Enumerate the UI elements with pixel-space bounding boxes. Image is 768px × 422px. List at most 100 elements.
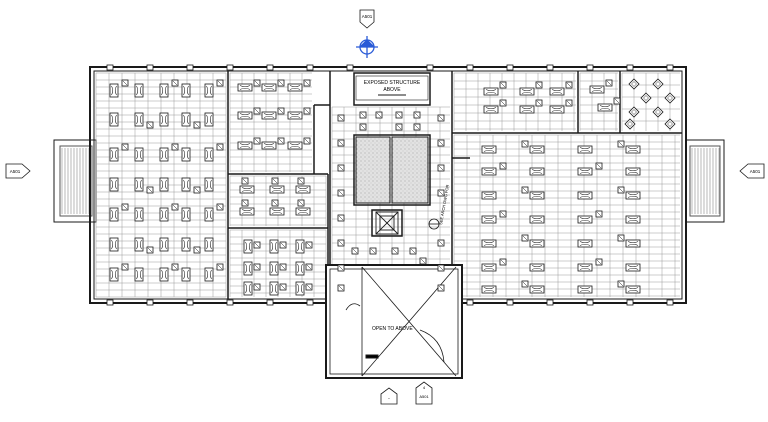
light-fixture-icon — [337, 164, 345, 172]
light-fixture-icon — [499, 99, 507, 107]
svg-text:A501: A501 — [362, 14, 373, 19]
light-fixture-icon — [535, 81, 543, 89]
light-fixture-icon — [193, 121, 201, 129]
light-fixture-icon — [337, 284, 345, 292]
light-fixture-icon — [521, 280, 529, 288]
light-fixture-icon — [134, 237, 144, 252]
light-fixture-icon — [481, 285, 497, 294]
light-fixture-icon — [369, 247, 377, 255]
section-tag-bottom-center[interactable]: - — [380, 387, 398, 405]
light-fixture-icon — [664, 118, 676, 130]
section-tag-icon — [5, 163, 31, 179]
light-fixture-icon — [625, 285, 641, 294]
window-mullions — [106, 64, 674, 306]
light-fixture-icon — [134, 147, 144, 162]
light-fixture-icon — [121, 143, 129, 151]
light-fixture-icon — [395, 111, 403, 119]
light-fixture-icon — [305, 283, 313, 291]
light-fixture-icon — [605, 79, 613, 87]
light-fixture-icon — [241, 177, 249, 185]
light-fixture-icon — [287, 141, 303, 150]
light-fixture-icon — [216, 263, 224, 271]
light-fixture-icon — [519, 87, 535, 96]
light-fixture-icon — [664, 92, 676, 104]
light-fixture-icon — [269, 207, 285, 216]
light-fixture-icon — [287, 111, 303, 120]
light-fixtures — [109, 79, 641, 296]
svg-text:4: 4 — [423, 385, 426, 390]
light-fixture-icon — [181, 147, 191, 162]
light-fixture-icon — [121, 79, 129, 87]
light-fixture-icon — [297, 199, 305, 207]
atrium-open-to-above — [325, 264, 463, 379]
light-fixture-icon — [159, 267, 169, 282]
section-tag-bottom-right[interactable]: 4 A501 — [415, 381, 433, 405]
light-fixture-icon — [253, 263, 261, 271]
west-stair-treads — [61, 148, 90, 214]
light-fixture-icon — [193, 246, 201, 254]
light-fixture-icon — [171, 143, 179, 151]
svg-text:A501: A501 — [419, 394, 429, 399]
light-fixture-icon — [134, 83, 144, 98]
light-fixture-icon — [337, 239, 345, 247]
light-fixture-icon — [109, 237, 119, 252]
light-fixture-icon — [499, 162, 507, 170]
light-fixture-icon — [134, 267, 144, 282]
exposed-structure-note: EXPOSED STRUCTURE ABOVE — [355, 75, 429, 101]
light-fixture-icon — [652, 78, 664, 90]
light-fixture-icon — [597, 103, 613, 112]
light-fixture-icon — [159, 237, 169, 252]
light-fixture-icon — [628, 106, 640, 118]
light-fixture-icon — [181, 112, 191, 127]
light-fixture-icon — [617, 280, 625, 288]
light-fixture-icon — [359, 123, 367, 131]
light-fixture-icon — [271, 177, 279, 185]
light-fixture-icon — [237, 83, 253, 92]
light-fixture-icon — [271, 199, 279, 207]
light-fixture-icon — [481, 191, 497, 200]
light-fixture-icon — [419, 257, 427, 265]
light-fixture-icon — [277, 137, 285, 145]
light-fixture-icon — [109, 267, 119, 282]
section-tag-right[interactable]: A501 — [739, 163, 765, 179]
light-fixture-icon — [216, 203, 224, 211]
light-fixture-icon — [577, 215, 593, 224]
light-fixture-icon — [337, 114, 345, 122]
light-fixture-icon — [277, 107, 285, 115]
stair-icon — [428, 218, 440, 230]
light-fixture-icon — [529, 167, 545, 176]
light-fixture-icon — [437, 264, 445, 272]
section-tag-left[interactable]: A501 — [5, 163, 31, 179]
light-fixture-icon — [437, 189, 445, 197]
light-fixture-icon — [483, 87, 499, 96]
light-fixture-icon — [204, 147, 214, 162]
light-fixture-icon — [499, 258, 507, 266]
light-fixture-icon — [181, 267, 191, 282]
interior-partitions — [227, 71, 682, 299]
light-fixture-icon — [109, 112, 119, 127]
light-fixture-icon — [121, 203, 129, 211]
light-fixture-icon — [295, 261, 305, 276]
light-fixture-icon — [437, 239, 445, 247]
light-fixture-icon — [589, 85, 605, 94]
light-fixture-icon — [483, 105, 499, 114]
light-fixture-icon — [499, 81, 507, 89]
light-fixture-icon — [303, 107, 311, 115]
light-fixture-icon — [269, 239, 279, 254]
light-fixture-icon — [253, 283, 261, 291]
light-fixture-icon — [261, 111, 277, 120]
light-fixture-icon — [549, 87, 565, 96]
section-tag-icon — [359, 9, 375, 29]
light-fixture-icon — [171, 203, 179, 211]
light-fixture-icon — [239, 207, 255, 216]
section-tag-top[interactable]: A501 — [359, 9, 375, 29]
light-fixture-icon — [159, 207, 169, 222]
light-fixture-icon — [565, 99, 573, 107]
light-fixture-icon — [204, 237, 214, 252]
light-fixture-icon — [146, 121, 154, 129]
light-fixture-icon — [617, 234, 625, 242]
light-fixture-icon — [481, 167, 497, 176]
light-fixture-icon — [529, 145, 545, 154]
light-fixture-icon — [499, 210, 507, 218]
